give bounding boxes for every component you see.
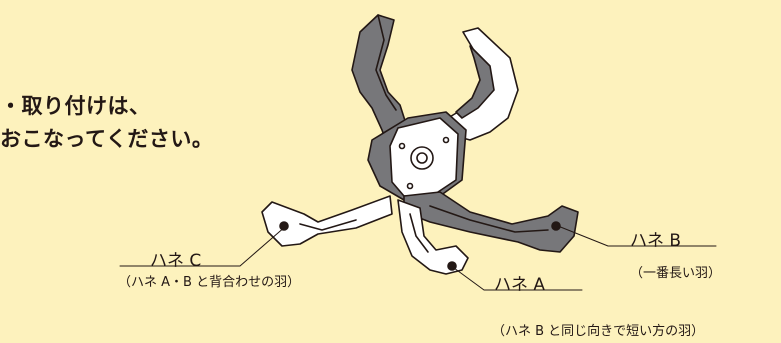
blade-a-label: ハネ A	[494, 275, 546, 295]
bullet-fragment: ・	[0, 94, 22, 118]
instruction-heading-line2: おこなってください。	[0, 127, 214, 151]
blade-b-shape	[403, 191, 579, 253]
blade-a-note: （ハネ B と同じ向きで短い方の羽）	[492, 324, 705, 339]
leader-line-blade-c	[119, 225, 287, 267]
leader-line-blade-a	[453, 267, 583, 291]
instruction-heading-line1: ・取り付けは、	[0, 94, 151, 118]
blade-b-note: （一番長い羽）	[630, 266, 722, 281]
blade-c-shape	[261, 195, 393, 247]
blade-b-label: ハネ B	[630, 231, 682, 251]
blade-c-note: （ハネ A・B と背合わせの羽）	[118, 275, 301, 290]
blade-c-label: ハネ C	[150, 251, 202, 271]
blade-a-shape	[397, 199, 469, 275]
upright-arm-left-edge	[375, 14, 397, 111]
leader-line-blade-b	[557, 225, 717, 247]
upright-arm-right-inner	[455, 45, 495, 119]
